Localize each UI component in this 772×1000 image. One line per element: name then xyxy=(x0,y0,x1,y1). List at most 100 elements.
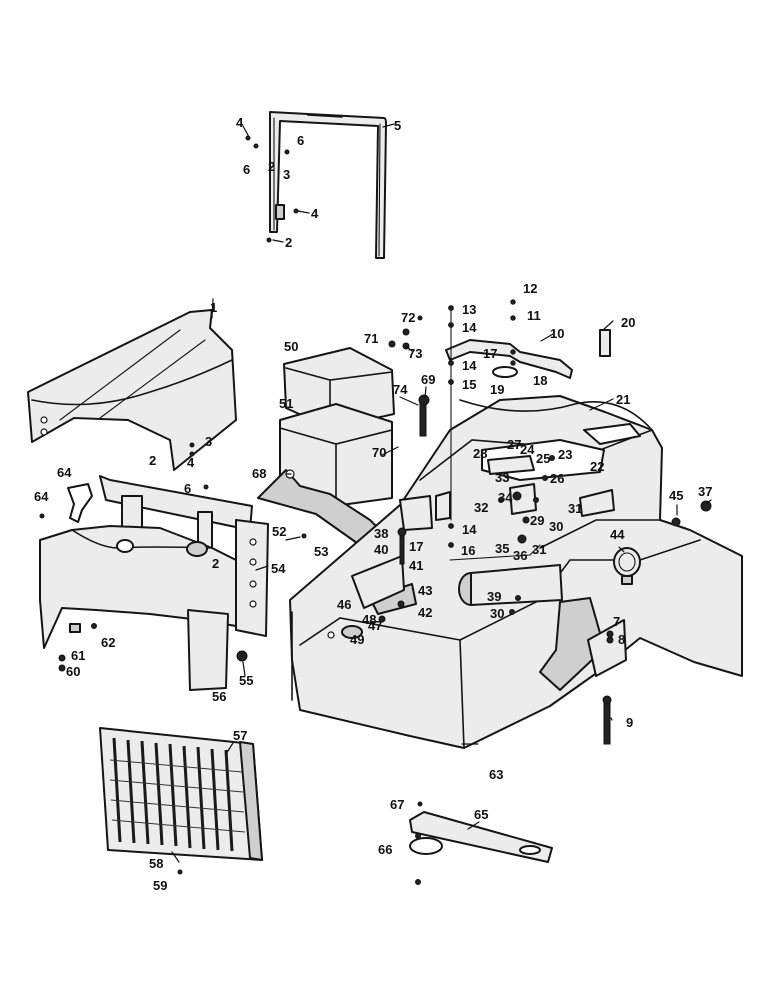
callout-43: 43 xyxy=(418,583,432,598)
callout-62: 62 xyxy=(101,635,115,650)
callout-30: 30 xyxy=(549,519,563,534)
callout-28: 28 xyxy=(473,446,487,461)
hood-panel xyxy=(27,309,237,471)
fan-shroud xyxy=(39,483,237,691)
callout-74: 74 xyxy=(393,382,408,397)
callout-20: 20 xyxy=(621,315,635,330)
roll-bar-frame xyxy=(269,111,387,259)
grab-handle xyxy=(445,329,611,379)
callout-44: 44 xyxy=(610,527,625,542)
callout-64: 64 xyxy=(34,489,49,504)
callout-68: 68 xyxy=(252,466,266,481)
callout-38: 38 xyxy=(374,526,388,541)
callout-29: 29 xyxy=(530,513,544,528)
callout-71: 71 xyxy=(364,331,378,346)
callout-51: 51 xyxy=(279,396,293,411)
callout-3: 3 xyxy=(205,434,212,449)
callout-23: 23 xyxy=(558,447,572,462)
fuel-cap xyxy=(613,547,641,585)
callout-24: 24 xyxy=(520,442,535,457)
callout-6: 6 xyxy=(243,162,250,177)
radiator-bracket xyxy=(99,475,269,637)
callout-72: 72 xyxy=(401,310,415,325)
callout-69: 69 xyxy=(421,372,435,387)
callout-4: 4 xyxy=(187,455,195,470)
callout-40: 40 xyxy=(374,542,388,557)
callout-66: 66 xyxy=(378,842,392,857)
callout-11: 11 xyxy=(527,308,541,323)
callout-17: 17 xyxy=(409,539,423,554)
callout-50: 50 xyxy=(284,339,298,354)
callout-labels: 1 2 2 2 2 3 3 4 4 4 5 6 6 6 7 8 9 10 11 … xyxy=(34,115,712,893)
callout-67: 67 xyxy=(390,797,404,812)
callout-64: 64 xyxy=(57,465,72,480)
grille-mesh xyxy=(109,737,246,852)
callout-31: 31 xyxy=(532,542,546,557)
callout-17: 17 xyxy=(483,346,497,361)
callout-10: 10 xyxy=(550,326,564,341)
callout-1: 1 xyxy=(210,300,217,315)
callout-42: 42 xyxy=(418,605,432,620)
callout-63: 63 xyxy=(489,767,503,782)
fasteners xyxy=(39,135,712,885)
callout-27: 27 xyxy=(507,437,521,452)
callout-2: 2 xyxy=(285,235,292,250)
callout-32: 32 xyxy=(474,500,488,515)
callout-15: 15 xyxy=(462,377,476,392)
callout-48: 48 xyxy=(362,612,376,627)
callout-13: 13 xyxy=(462,302,476,317)
callout-3: 3 xyxy=(283,167,290,182)
callout-65: 65 xyxy=(474,807,488,822)
callout-5: 5 xyxy=(394,118,401,133)
callout-70: 70 xyxy=(372,445,386,460)
callout-73: 73 xyxy=(408,346,422,361)
callout-9: 9 xyxy=(626,715,633,730)
callout-2: 2 xyxy=(212,556,219,571)
callout-2: 2 xyxy=(268,159,275,174)
callout-61: 61 xyxy=(71,648,85,663)
callout-55: 55 xyxy=(239,673,253,688)
callout-25: 25 xyxy=(536,451,550,466)
main-chassis xyxy=(289,395,743,749)
callout-30: 30 xyxy=(490,606,504,621)
crossmember-parts xyxy=(341,455,537,639)
callout-45: 45 xyxy=(669,488,683,503)
callout-22: 22 xyxy=(590,459,604,474)
floor-bar xyxy=(409,811,553,863)
callout-53: 53 xyxy=(314,544,328,559)
callout-14: 14 xyxy=(462,522,477,537)
battery-box xyxy=(257,347,395,549)
callout-31: 31 xyxy=(568,501,582,516)
callout-39: 39 xyxy=(487,589,501,604)
callout-37: 37 xyxy=(698,484,712,499)
callout-14: 14 xyxy=(462,320,477,335)
callout-14: 14 xyxy=(462,358,477,373)
callout-46: 46 xyxy=(337,597,351,612)
callout-2: 2 xyxy=(149,453,156,468)
callout-8: 8 xyxy=(618,632,625,647)
callout-6: 6 xyxy=(297,133,304,148)
callout-18: 18 xyxy=(533,373,547,388)
callout-49: 49 xyxy=(350,632,364,647)
callout-56: 56 xyxy=(212,689,226,704)
callout-7: 7 xyxy=(613,614,620,629)
callout-16: 16 xyxy=(461,543,475,558)
callout-19: 19 xyxy=(490,382,504,397)
callout-47: 47 xyxy=(368,618,382,633)
callout-52: 52 xyxy=(272,524,286,539)
callout-36: 36 xyxy=(513,548,527,563)
callout-54: 54 xyxy=(271,561,286,576)
leader-lines xyxy=(171,123,712,863)
callout-35: 35 xyxy=(495,541,509,556)
callout-6: 6 xyxy=(184,481,191,496)
callout-34: 34 xyxy=(498,490,513,505)
callout-59: 59 xyxy=(153,878,167,893)
grille xyxy=(99,727,263,861)
callout-41: 41 xyxy=(409,558,423,573)
callout-4: 4 xyxy=(236,115,244,130)
callout-33: 33 xyxy=(495,470,509,485)
callout-26: 26 xyxy=(550,471,564,486)
callout-21: 21 xyxy=(616,392,630,407)
callout-4: 4 xyxy=(311,206,319,221)
